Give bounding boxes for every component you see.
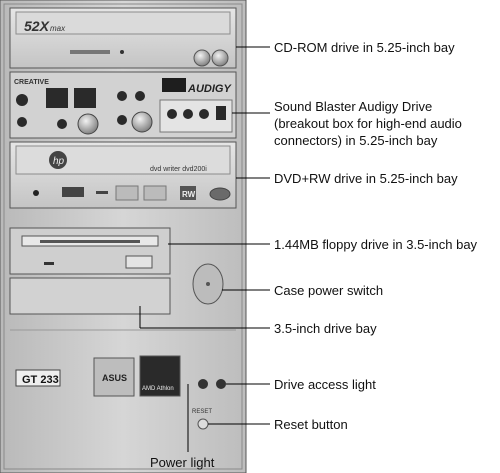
- cdrom-drive: 52X max: [9, 7, 237, 69]
- model-plate: GT 233: [22, 374, 59, 386]
- audigy-logo: AUDIGY: [187, 83, 232, 95]
- asus-sticker: ASUS: [102, 373, 127, 383]
- cdrom-speed-suffix: max: [50, 24, 66, 33]
- volume-knob[interactable]: [77, 113, 99, 135]
- dvd-eject-button[interactable]: [209, 187, 231, 201]
- callout-power-light: Power light: [150, 455, 215, 470]
- callout-audigy-line-2: (breakout box for high-end audio: [274, 116, 462, 131]
- creative-logo: CREATIVE: [14, 79, 49, 86]
- callout-floppy: 1.44MB floppy drive in 3.5-inch bay: [274, 237, 478, 252]
- cdrom-eject-button[interactable]: [193, 49, 211, 67]
- dvd-model-text: dvd writer dvd200i: [150, 166, 207, 173]
- audio-jack[interactable]: [16, 94, 28, 106]
- reset-caption: RESET: [192, 409, 212, 415]
- callout-labels: CD-ROM drive in 5.25-inch bay Sound Blas…: [150, 40, 478, 470]
- audio-jack[interactable]: [135, 91, 145, 101]
- reset-button[interactable]: [197, 418, 209, 430]
- amd-sticker: AMD Athlon: [142, 386, 174, 392]
- callout-audigy-line-1: Sound Blaster Audigy Drive: [274, 99, 432, 114]
- cdrom-play-button[interactable]: [211, 49, 229, 67]
- input-knob[interactable]: [131, 111, 153, 133]
- floppy-eject-button[interactable]: [125, 255, 153, 269]
- dvd-rw-drive: hp dvd writer dvd200i RW: [9, 141, 237, 209]
- case-power-switch[interactable]: [192, 263, 224, 305]
- callout-dvd: DVD+RW drive in 5.25-inch bay: [274, 171, 458, 186]
- audio-jack[interactable]: [117, 115, 127, 125]
- hp-logo: hp: [53, 156, 65, 167]
- callout-cdrom: CD-ROM drive in 5.25-inch bay: [274, 40, 455, 55]
- callout-power-switch: Case power switch: [274, 283, 383, 298]
- audio-jack[interactable]: [17, 117, 27, 127]
- floppy-drive: [9, 227, 171, 275]
- callout-audigy-line-3: connectors) in 5.25-inch bay: [274, 133, 438, 148]
- lower-front-panel: GT 233 ASUS AMD Athlon RESET: [10, 329, 236, 430]
- audio-jack[interactable]: [117, 91, 127, 101]
- callout-leaders: [139, 46, 270, 452]
- drive-access-light: [216, 379, 226, 389]
- headphone-jack[interactable]: [57, 119, 67, 129]
- rw-badge: RW: [182, 190, 196, 199]
- cdrom-speed-badge: 52X: [24, 18, 51, 34]
- callout-access-light: Drive access light: [274, 377, 376, 392]
- power-light: [198, 379, 208, 389]
- callout-reset: Reset button: [274, 417, 348, 432]
- callout-drive-bay: 3.5-inch drive bay: [274, 321, 377, 336]
- audigy-drive: CREATIVE AUDIGY: [9, 71, 237, 139]
- empty-drive-bay: [9, 277, 171, 315]
